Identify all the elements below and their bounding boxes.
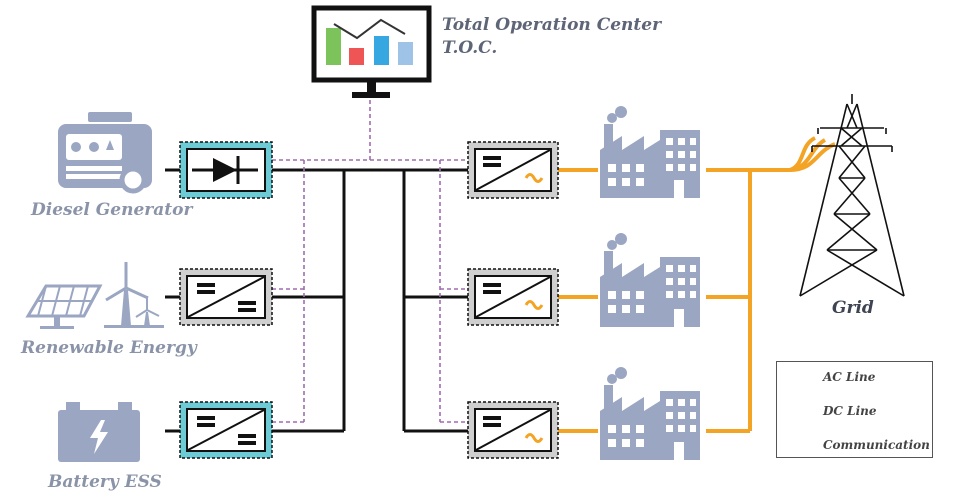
legend-label-ac: AC Line [823,370,876,384]
inverter-2 [467,268,559,326]
legend-item-comm: Communication [787,435,930,455]
solar-panel-icon [25,284,103,329]
factory-icon-3 [600,367,700,460]
grid-label: Grid [832,298,874,318]
renewable-energy-icon [25,262,164,329]
diesel-generator-label: Diesel Generator [31,200,193,220]
diesel-generator-icon [58,112,152,194]
battery-ess-label: Battery ESS [48,472,162,492]
legend-label-comm: Communication [823,438,930,452]
inverter-1 [467,141,559,199]
factory-icon-1 [600,106,700,198]
ac-lines [558,136,836,433]
toc-monitor-icon [311,5,432,98]
dc-dc-converter-battery [179,401,273,459]
legend: AC Line DC Line Communication [776,361,933,458]
toc-label: Total Operation Center T.O.C. [442,14,661,60]
inverter-3 [467,401,559,459]
toc-title: Total Operation Center [442,15,662,35]
battery-icon [58,402,140,462]
toc-abbreviation: T.O.C. [442,38,498,58]
legend-item-dc: DC Line [787,401,877,421]
renewable-energy-label: Renewable Energy [21,338,197,358]
diode-rectifier-box [179,141,273,199]
communication-lines [272,100,468,423]
wind-turbine-icon [104,262,164,328]
dc-lines [165,168,468,433]
factory-icon-2 [600,233,700,327]
transmission-tower-icon [799,94,905,297]
dc-dc-converter-renewable [179,268,273,326]
legend-label-dc: DC Line [823,404,877,418]
legend-item-ac: AC Line [787,367,875,387]
